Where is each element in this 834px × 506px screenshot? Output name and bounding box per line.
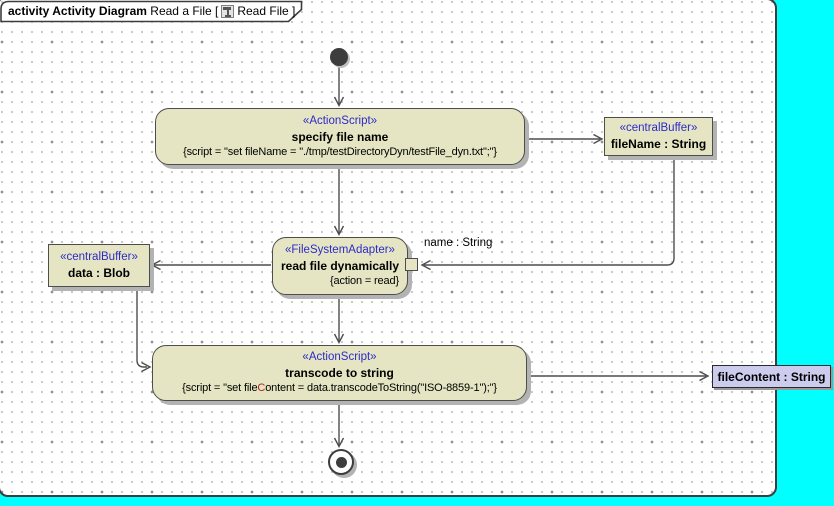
frame-header: activity Activity Diagram Read a File [ … bbox=[8, 0, 295, 22]
frame-name-label: Read a File [ bbox=[150, 4, 219, 18]
connector-filename-to-pin[interactable] bbox=[420, 156, 675, 271]
stereotype-label: «centralBuffer» bbox=[619, 122, 698, 134]
frame-ref-label: Read File ] bbox=[237, 4, 296, 18]
buffer-name: fileName : String bbox=[610, 137, 707, 151]
stereotype-label: «FileSystemAdapter» bbox=[285, 244, 395, 256]
connector-specify-to-filename[interactable] bbox=[525, 133, 604, 145]
input-pin-name[interactable] bbox=[405, 258, 418, 271]
buffer-data[interactable]: «centralBuffer» data : Blob bbox=[48, 244, 150, 287]
stereotype-label: «ActionScript» bbox=[302, 114, 378, 127]
action-name: read file dynamically bbox=[280, 259, 400, 273]
action-constraint: {action = read} bbox=[329, 275, 399, 287]
action-specify-file-name[interactable]: «ActionScript» specify file name {script… bbox=[155, 108, 525, 165]
frame-kind-label: activity Activity Diagram bbox=[8, 4, 147, 18]
connector-data-to-transcode[interactable] bbox=[136, 287, 152, 373]
action-name: specify file name bbox=[291, 129, 389, 144]
buffer-filename[interactable]: «centralBuffer» fileName : String bbox=[604, 117, 713, 156]
action-script-text: {script = "set fileContent = data.transc… bbox=[182, 382, 497, 394]
object-filecontent[interactable]: fileContent : String bbox=[712, 365, 831, 388]
action-transcode-to-string[interactable]: «ActionScript» transcode to string {scri… bbox=[152, 345, 527, 401]
action-script-text: {script = "set fileName = "./tmp/testDir… bbox=[183, 145, 497, 158]
connector-read-to-transcode[interactable] bbox=[333, 296, 345, 344]
connector-transcode-to-final[interactable] bbox=[333, 401, 345, 448]
stereotype-label: «ActionScript» bbox=[302, 351, 377, 363]
connector-specify-to-read[interactable] bbox=[333, 166, 345, 236]
stereotype-label: «centralBuffer» bbox=[60, 251, 138, 263]
initial-node[interactable] bbox=[330, 48, 348, 66]
activity-final-node[interactable] bbox=[328, 449, 354, 475]
connector-initial-to-specify[interactable] bbox=[333, 66, 345, 107]
final-node-dot bbox=[335, 456, 347, 468]
activity-diagram-icon bbox=[221, 4, 235, 18]
buffer-name: data : Blob bbox=[68, 266, 130, 280]
object-name: fileContent : String bbox=[717, 369, 826, 384]
connector-transcode-to-filecontent[interactable] bbox=[527, 370, 710, 382]
highlighted-char: C bbox=[257, 382, 266, 394]
action-name: transcode to string bbox=[285, 366, 394, 380]
pin-label: name : String bbox=[424, 237, 493, 249]
action-read-file-dynamically[interactable]: «FileSystemAdapter» read file dynamicall… bbox=[272, 237, 408, 295]
connector-read-to-data[interactable] bbox=[150, 259, 271, 271]
